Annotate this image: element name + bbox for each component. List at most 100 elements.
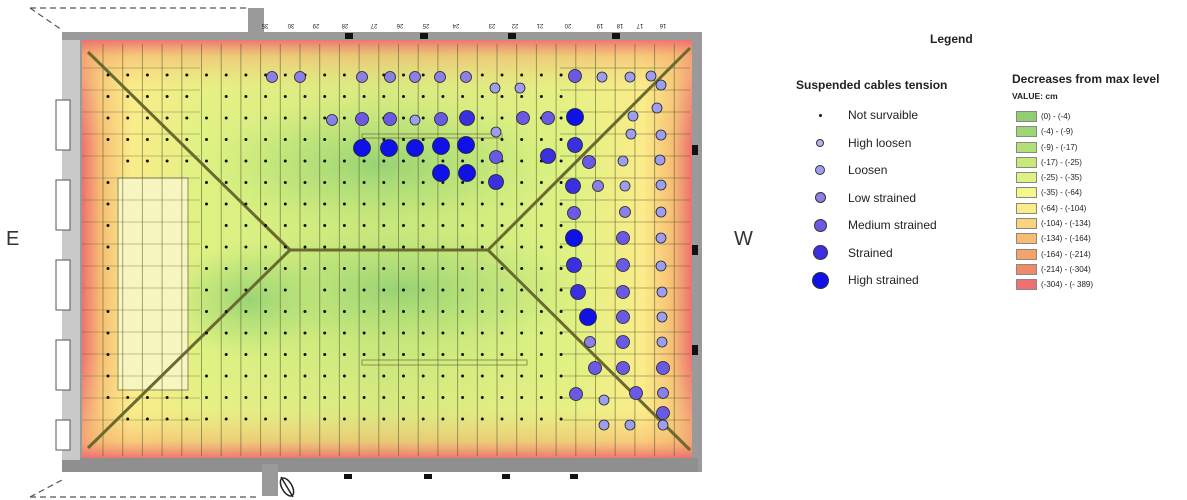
tension-point bbox=[565, 229, 583, 247]
tension-point bbox=[566, 257, 582, 273]
not-survaible-point bbox=[539, 95, 543, 98]
not-survaible-point bbox=[559, 116, 563, 120]
not-survaible-point bbox=[441, 396, 445, 399]
decrease-label: (0) - (-4) bbox=[1041, 112, 1071, 121]
not-survaible-point bbox=[441, 224, 445, 227]
not-survaible-point bbox=[500, 396, 504, 399]
not-survaible-point bbox=[559, 288, 563, 292]
survey-points bbox=[106, 69, 670, 431]
not-survaible-point bbox=[559, 73, 563, 77]
not-survaible-point bbox=[520, 245, 524, 249]
not-survaible-point bbox=[559, 331, 563, 335]
column-label: 19 bbox=[596, 22, 603, 28]
tension-point bbox=[488, 174, 504, 190]
not-survaible-point bbox=[205, 374, 208, 378]
not-survaible-point bbox=[323, 396, 327, 399]
cables-legend-title: Suspended cables tension bbox=[796, 78, 948, 92]
not-survaible-point bbox=[421, 331, 425, 335]
not-survaible-point bbox=[145, 95, 149, 98]
not-survaible-point bbox=[520, 95, 524, 98]
not-survaible-point bbox=[303, 181, 307, 184]
not-survaible-point bbox=[185, 138, 189, 141]
not-survaible-point bbox=[224, 159, 228, 163]
not-survaible-point bbox=[480, 73, 484, 77]
tension-point bbox=[514, 82, 526, 94]
not-survaible-point bbox=[244, 181, 248, 184]
not-survaible-point bbox=[362, 181, 366, 184]
not-survaible-point bbox=[520, 310, 524, 313]
not-survaible-point bbox=[480, 288, 484, 292]
not-survaible-point bbox=[559, 202, 563, 206]
not-survaible-point bbox=[539, 73, 543, 77]
decrease-swatch bbox=[1016, 111, 1037, 122]
not-survaible-point bbox=[559, 245, 563, 249]
not-survaible-point bbox=[323, 374, 327, 378]
not-survaible-point bbox=[520, 353, 524, 356]
not-survaible-point bbox=[303, 245, 307, 249]
not-survaible-point bbox=[342, 417, 346, 421]
not-survaible-point bbox=[244, 396, 248, 399]
not-survaible-point bbox=[539, 396, 543, 399]
not-survaible-point bbox=[264, 267, 268, 270]
tension-point bbox=[616, 285, 630, 299]
not-survaible-point bbox=[461, 396, 465, 399]
not-survaible-point bbox=[461, 159, 465, 163]
not-survaible-point bbox=[244, 288, 248, 292]
not-survaible-point bbox=[145, 159, 149, 163]
cable-legend-label: High strained bbox=[848, 273, 919, 287]
tension-point bbox=[568, 69, 582, 83]
not-survaible-point bbox=[402, 374, 405, 378]
not-survaible-point bbox=[145, 73, 149, 77]
not-survaible-point bbox=[421, 267, 425, 270]
decrease-label: (-134) - (-164) bbox=[1041, 234, 1091, 244]
not-survaible-point bbox=[205, 73, 208, 77]
tension-point bbox=[458, 164, 476, 182]
cable-legend-item: Loosen bbox=[810, 163, 970, 191]
not-survaible-point bbox=[382, 353, 386, 356]
tension-point bbox=[655, 232, 667, 244]
tension-point bbox=[656, 286, 668, 298]
not-survaible-point bbox=[283, 267, 287, 270]
not-survaible-point bbox=[382, 396, 386, 399]
not-survaible-point bbox=[165, 116, 169, 120]
decrease-label: (-214) - (-304) bbox=[1041, 264, 1091, 274]
not-survaible-point bbox=[520, 138, 524, 141]
not-survaible-point bbox=[303, 353, 307, 356]
not-survaible-point bbox=[323, 288, 327, 292]
not-survaible-point bbox=[559, 374, 563, 378]
cable-legend-symbol bbox=[818, 113, 822, 117]
not-survaible-point bbox=[185, 396, 189, 399]
not-survaible-point bbox=[520, 181, 524, 184]
not-survaible-point bbox=[500, 95, 504, 98]
tension-point bbox=[579, 308, 597, 326]
not-survaible-point bbox=[303, 310, 307, 313]
not-survaible-point bbox=[205, 116, 208, 120]
not-survaible-point bbox=[421, 310, 425, 313]
tension-point bbox=[457, 136, 475, 154]
column-label: 25 bbox=[422, 22, 429, 28]
tension-point bbox=[434, 71, 446, 83]
not-survaible-point bbox=[539, 181, 543, 184]
not-survaible-point bbox=[362, 396, 366, 399]
tension-point bbox=[541, 111, 555, 125]
not-survaible-point bbox=[500, 224, 504, 227]
not-survaible-point bbox=[283, 159, 287, 163]
tension-point bbox=[432, 137, 450, 155]
not-survaible-point bbox=[500, 116, 504, 120]
not-survaible-point bbox=[342, 267, 346, 270]
not-survaible-point bbox=[283, 396, 287, 399]
not-survaible-point bbox=[480, 396, 484, 399]
cable-legend-item: Low strained bbox=[810, 191, 970, 219]
decrease-legend-item: (0) - (-4) bbox=[1016, 110, 1166, 125]
not-survaible-point bbox=[264, 245, 268, 249]
not-survaible-point bbox=[224, 73, 228, 77]
tension-point bbox=[596, 71, 608, 83]
not-survaible-point bbox=[145, 417, 149, 421]
tension-point bbox=[434, 112, 448, 126]
not-survaible-point bbox=[559, 159, 563, 163]
decrease-legend-item: (-9) - (-17) bbox=[1016, 141, 1166, 156]
not-survaible-point bbox=[106, 73, 110, 77]
not-survaible-point bbox=[244, 374, 248, 378]
cable-legend-label: High loosen bbox=[848, 135, 912, 150]
not-survaible-point bbox=[342, 181, 346, 184]
